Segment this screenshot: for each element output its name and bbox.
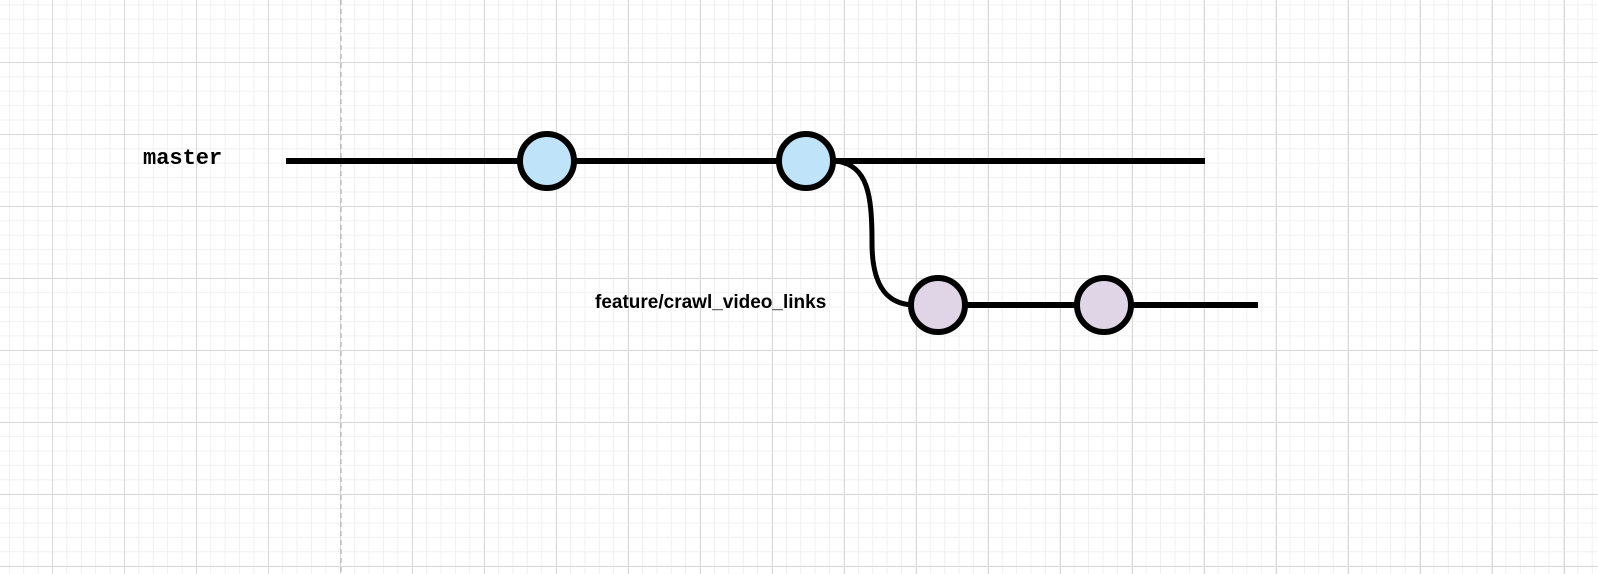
feature-branch-label[interactable]: feature/crawl_video_links <box>595 292 827 313</box>
feature-commit-2[interactable] <box>1074 275 1134 335</box>
feature-commit-1[interactable] <box>908 275 968 335</box>
master-commit-2[interactable] <box>776 131 836 191</box>
branch-connector <box>836 158 916 308</box>
master-branch-label[interactable]: master <box>143 146 223 171</box>
master-commit-1[interactable] <box>517 131 577 191</box>
